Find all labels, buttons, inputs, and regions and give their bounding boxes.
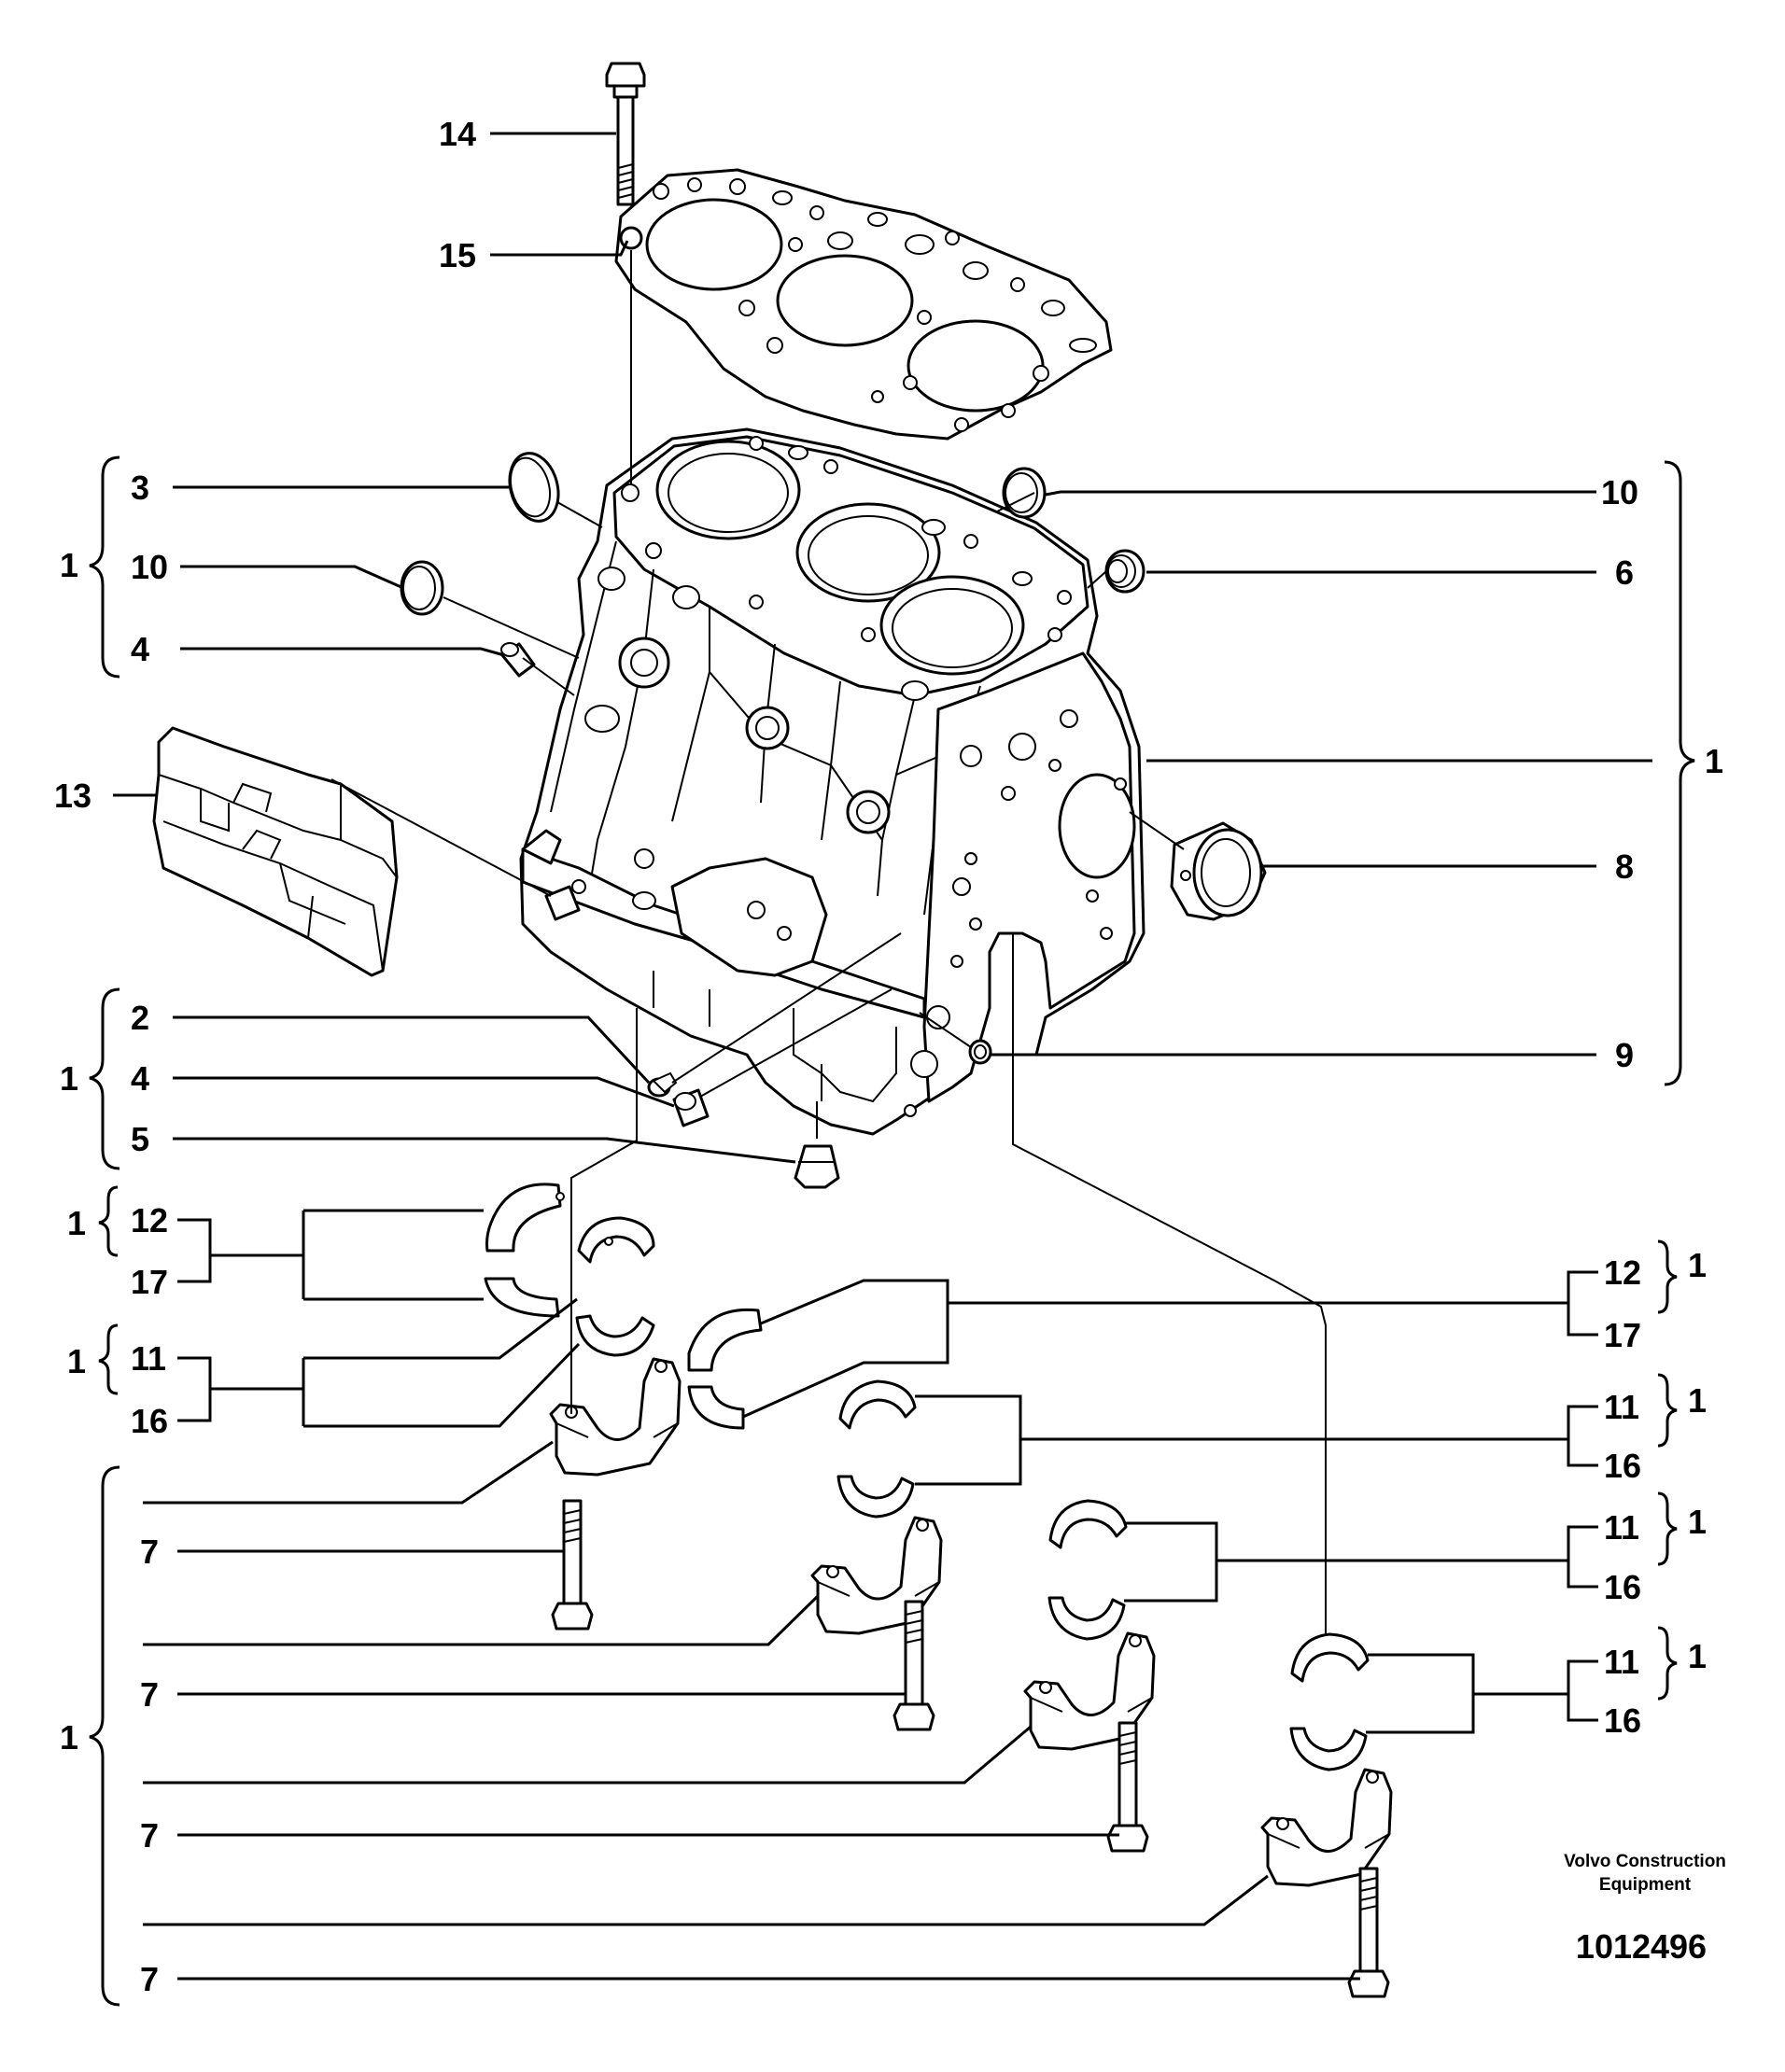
head-gasket-part — [614, 168, 1113, 441]
callout-7: 7 — [140, 1675, 159, 1714]
brand-line-1: Volvo Construction — [1564, 1852, 1726, 1871]
callout-16: 16 — [1604, 1447, 1641, 1485]
core-plug-10-left-part — [400, 560, 444, 616]
main-bearing-bolt-3-part — [1106, 1721, 1149, 1853]
thrust-washer-left-part — [484, 1183, 565, 1318]
callout-11: 11 — [1604, 1388, 1639, 1426]
right-shell-leaders — [742, 1270, 1598, 1734]
dowel-pin-4-upper-part — [500, 642, 536, 678]
callout-15: 15 — [439, 236, 476, 274]
callout-1: 1 — [1705, 742, 1723, 780]
callout-16: 16 — [1604, 1568, 1641, 1606]
callout-4: 4 — [131, 630, 149, 668]
bearing-cap-1-part — [549, 1357, 682, 1477]
bearing-shell-3-part — [1047, 1499, 1128, 1641]
callout-6: 6 — [1615, 553, 1634, 592]
callout-11: 11 — [131, 1339, 166, 1378]
callout-4: 4 — [131, 1059, 149, 1098]
leader-lines — [113, 132, 1652, 1164]
callout-16: 16 — [131, 1402, 168, 1440]
footer: Volvo Construction Equipment 1012496 — [1564, 1852, 1726, 1966]
callout-1: 1 — [1688, 1637, 1707, 1675]
callout-labels: 14 15 3 10 4 1 10 6 1 8 9 13 2 4 5 1 12 … — [54, 115, 1723, 1998]
plug-9-part — [968, 1039, 992, 1065]
callout-10: 10 — [131, 548, 168, 586]
core-plug-3-part — [508, 452, 560, 523]
document-number: 1012496 — [1576, 1927, 1707, 1966]
callout-1: 1 — [67, 1204, 86, 1242]
callout-1: 1 — [60, 1059, 78, 1098]
left-shell-leaders — [143, 1209, 1360, 1981]
callout-7: 7 — [140, 1816, 159, 1855]
main-bearing-bolt-4-part — [1347, 1867, 1390, 1998]
callout-17: 17 — [131, 1263, 168, 1301]
callout-1: 1 — [67, 1342, 86, 1380]
bearing-cap-3-part — [1023, 1631, 1156, 1751]
cover-13-part — [152, 726, 399, 977]
braces — [89, 455, 1695, 2007]
cylinder-block-part — [519, 427, 1145, 1136]
callout-1: 1 — [60, 546, 78, 584]
bearing-shell-4-part — [1289, 1632, 1370, 1771]
callout-7: 7 — [140, 1960, 159, 1998]
callout-7: 7 — [140, 1533, 159, 1571]
plug-2-part — [647, 1071, 678, 1098]
callout-14: 14 — [439, 115, 476, 153]
bushing-8-part — [1170, 821, 1267, 921]
head-bolt-part — [605, 62, 646, 206]
callout-12: 12 — [131, 1201, 168, 1239]
callout-1: 1 — [1688, 1246, 1707, 1284]
callout-16: 16 — [1604, 1701, 1641, 1740]
callout-2: 2 — [131, 999, 149, 1037]
plug-5-part — [794, 1144, 840, 1189]
bearing-cap-4-part — [1260, 1768, 1393, 1887]
plug-6-part — [1104, 549, 1145, 594]
callout-1: 1 — [60, 1718, 78, 1757]
core-plug-10-right-part — [1002, 467, 1047, 519]
callout-1: 1 — [1688, 1381, 1707, 1420]
callout-10: 10 — [1601, 473, 1638, 511]
callout-9: 9 — [1615, 1036, 1634, 1074]
dowel-pin-4-lower-part — [672, 1088, 710, 1127]
brand-line-2: Equipment — [1599, 1875, 1692, 1895]
callout-11: 11 — [1604, 1508, 1639, 1547]
callout-17: 17 — [1604, 1316, 1641, 1354]
main-bearing-bolt-2-part — [892, 1600, 935, 1731]
callout-13: 13 — [54, 777, 91, 815]
callout-1: 1 — [1688, 1503, 1707, 1541]
bearing-shell-1-part — [575, 1216, 655, 1357]
bearing-shell-2-part — [836, 1379, 917, 1519]
callout-5: 5 — [131, 1120, 149, 1158]
callout-8: 8 — [1615, 847, 1634, 886]
thrust-washer-right-part — [687, 1308, 763, 1430]
callout-12: 12 — [1604, 1253, 1641, 1292]
main-bearing-bolt-1-part — [551, 1499, 594, 1631]
callout-3: 3 — [131, 469, 149, 507]
callout-11: 11 — [1604, 1643, 1639, 1681]
